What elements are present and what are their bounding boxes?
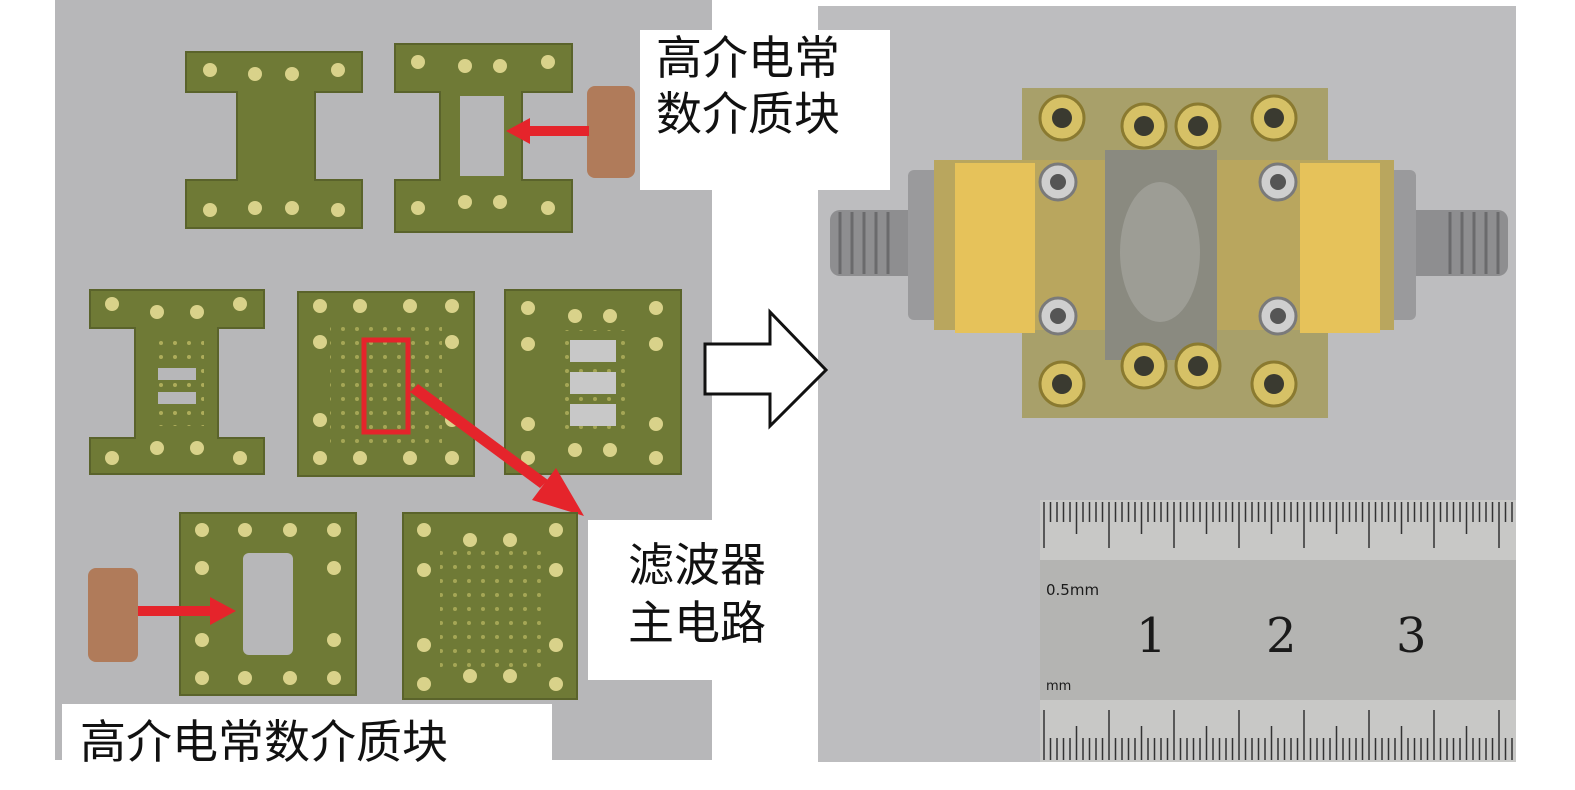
middle-left-i-board xyxy=(89,289,265,475)
red-arrow-bottom xyxy=(138,597,236,625)
top-callout-line-1: 高介电常 xyxy=(656,31,840,85)
bottom-left-frame-board xyxy=(179,512,357,696)
ruler-unit-bottom: mm xyxy=(1046,679,1071,694)
ruler-number-2: 2 xyxy=(1266,608,1297,664)
middle-center-board xyxy=(297,291,475,477)
top-left-i-board xyxy=(185,51,363,229)
red-arrow-top xyxy=(506,118,589,144)
middle-right-board xyxy=(504,289,682,475)
middle-callout-label: 滤波器 主电路 xyxy=(588,520,798,680)
middle-callout-line-1: 滤波器 xyxy=(628,538,766,592)
top-callout-label: 高介电常 数介质块 xyxy=(640,30,890,190)
dielectric-block-bottom xyxy=(88,568,138,662)
bottom-callout-line: 高介电常数介质块 xyxy=(80,715,448,769)
hollow-arrow-icon xyxy=(703,308,829,430)
bottom-callout-label: 高介电常数介质块 xyxy=(62,704,552,784)
assembled-filter xyxy=(830,88,1508,418)
ruler: 0.5mm mm 1 2 3 xyxy=(1040,500,1516,762)
middle-callout-line-2: 主电路 xyxy=(628,596,766,650)
ruler-unit-top: 0.5mm xyxy=(1046,581,1099,599)
ruler-number-3: 3 xyxy=(1396,608,1427,664)
dielectric-block-top xyxy=(587,86,635,178)
red-arrow-diagonal xyxy=(410,384,584,516)
top-callout-line-2: 数介质块 xyxy=(656,87,840,141)
ruler-number-1: 1 xyxy=(1136,608,1167,664)
top-right-frame-board xyxy=(394,43,573,233)
bottom-right-board xyxy=(402,512,578,700)
